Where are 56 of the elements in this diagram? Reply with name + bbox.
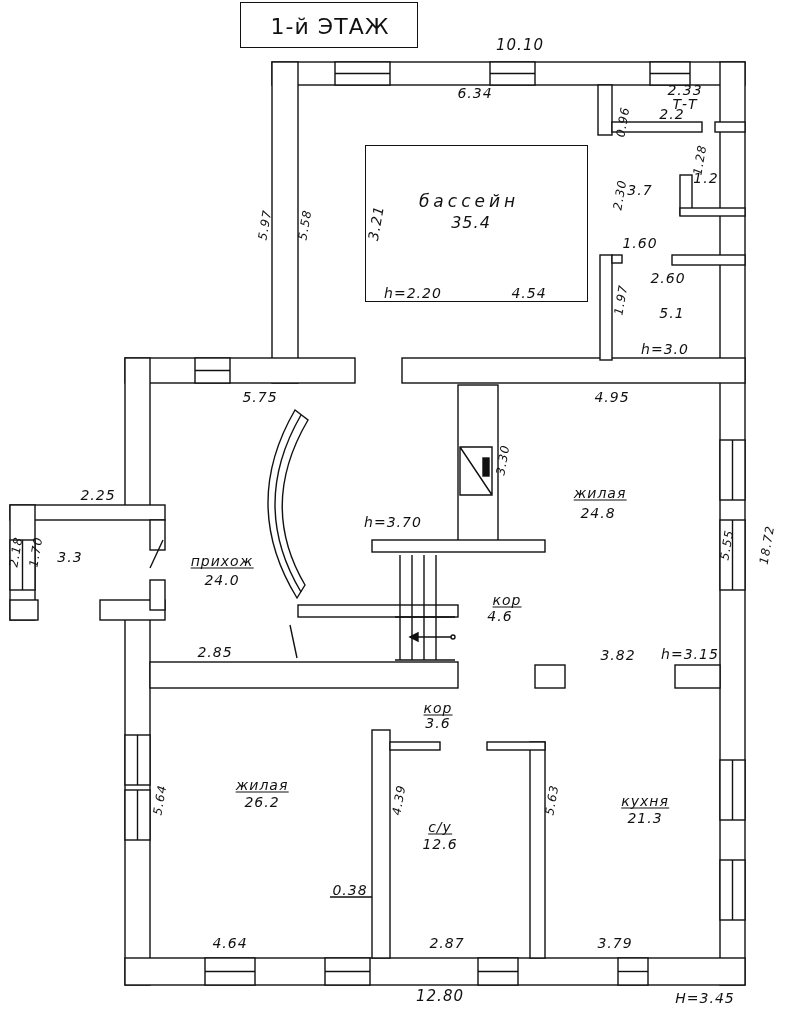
room-name: жилая <box>235 777 289 793</box>
dimension-text: 4.39 <box>390 783 408 817</box>
dimension-text: h=3.70 <box>364 515 422 529</box>
dimension-text: 5.58 <box>296 208 314 242</box>
dimension-text: h=3.15 <box>661 647 719 661</box>
room-area: 12.6 <box>422 837 458 851</box>
title-box <box>240 2 418 48</box>
room-name: с/у <box>428 819 452 835</box>
pool-outline <box>365 145 588 302</box>
room-name: бассейн <box>418 192 520 210</box>
dimension-text: H=3.45 <box>675 991 735 1005</box>
room-area: 26.2 <box>244 795 280 809</box>
dimension-text: 3.79 <box>597 936 633 950</box>
room-area: 24.8 <box>580 506 616 520</box>
dimension-text: 5.75 <box>242 390 278 404</box>
dimension-text: h=3.0 <box>641 342 689 356</box>
dimension-text: 2.87 <box>429 936 465 950</box>
dimension-text: 2.85 <box>197 645 233 659</box>
dimension-text: 4.95 <box>594 390 630 404</box>
dimension-text: 5.64 <box>151 783 169 817</box>
dimension-text: 2.60 <box>650 271 686 285</box>
dimension-text: 1.70 <box>27 535 45 569</box>
room-area: 35.4 <box>451 215 491 231</box>
dimension-text: h=2.20 <box>384 286 442 300</box>
dimension-text: 5.55 <box>718 528 736 562</box>
room-area: 3.3 <box>57 550 83 564</box>
dimension-text: 1.97 <box>612 283 630 317</box>
room-name: жилая <box>573 485 627 501</box>
dimension-text: 2.33 <box>667 83 703 97</box>
room-area: 4.6 <box>487 609 513 623</box>
dimension-text: 4.54 <box>511 286 547 300</box>
dimension-text: 5.63 <box>543 783 561 817</box>
floor-title: 1-й ЭТАЖ <box>270 16 390 38</box>
dimension-text: 12.80 <box>416 988 464 1004</box>
dimension-text: 0.38 <box>332 883 368 897</box>
dimension-text: 5.97 <box>256 208 274 242</box>
room-name: кор <box>492 592 522 608</box>
dimension-text: 4.64 <box>212 936 248 950</box>
dimension-text: 2.25 <box>80 488 116 502</box>
room-name: кор <box>423 700 453 716</box>
dimension-text: 18.72 <box>757 524 777 566</box>
dimension-text: 10.10 <box>496 37 544 53</box>
dimension-text: 6.34 <box>457 86 493 100</box>
dimension-text: 3.30 <box>494 443 512 477</box>
room-name: прихож <box>190 553 254 569</box>
room-area: 24.0 <box>204 573 240 587</box>
dimension-text: 3.82 <box>600 648 636 662</box>
room-area: 3.6 <box>425 716 451 730</box>
room-area: 3.7 <box>627 183 653 197</box>
dimension-text: 0.96 <box>614 105 632 139</box>
dimension-text: 3.21 <box>366 204 386 242</box>
dimension-text: 1.60 <box>622 236 658 250</box>
room-name: кухня <box>621 793 669 809</box>
room-area: 21.3 <box>627 811 663 825</box>
dimension-text: 2.18 <box>7 535 25 569</box>
room-area: 5.1 <box>659 306 685 320</box>
